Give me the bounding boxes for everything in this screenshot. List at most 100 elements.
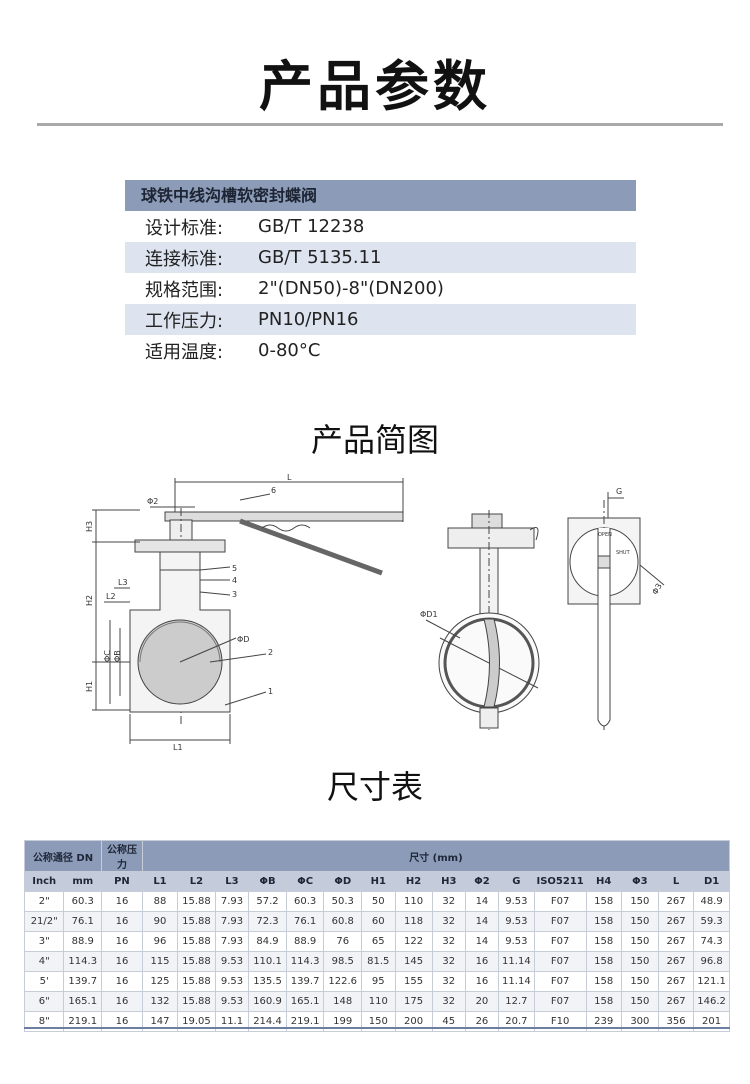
table-cell: 9.53: [214, 991, 250, 1012]
label-6: 6: [271, 486, 276, 495]
table-cell: 267: [657, 891, 695, 912]
table-cell: 50.3: [323, 891, 363, 912]
table-cell: 155: [394, 971, 433, 992]
table-cell: 158: [585, 911, 622, 932]
column-header: PN: [101, 871, 143, 892]
table-cell: 15.88: [177, 991, 216, 1012]
param-row-connection: 连接标准: GB/T 5135.11: [125, 242, 636, 273]
table-cell: 8": [23, 1011, 65, 1032]
table-cell: 9.53: [498, 931, 535, 952]
table-cell: 98.5: [323, 951, 363, 972]
column-header: ISO5211: [533, 871, 587, 892]
table-cell: 50: [361, 891, 396, 912]
table-cell: 9.53: [214, 971, 250, 992]
table-cell: 15.88: [177, 891, 216, 912]
table-cell: 16: [101, 971, 143, 992]
param-value: GB/T 12238: [258, 216, 365, 237]
table-cell: 15.88: [177, 951, 216, 972]
front-view: L Φ2 6 5 4 3: [85, 473, 404, 752]
table-cell: 59.3: [693, 911, 730, 932]
table-cell: 6": [23, 991, 65, 1012]
title-divider: [37, 123, 723, 126]
table-cell: 300: [620, 1011, 659, 1032]
label-phi2: Φ2: [147, 497, 158, 506]
table-cell: 16: [464, 951, 500, 972]
table-cell: 267: [657, 911, 695, 932]
table-cell: 81.5: [361, 951, 396, 972]
header-dimensions: 尺寸 (mm): [141, 840, 731, 872]
label-phiD: ΦD: [237, 635, 249, 644]
table-cell: 65: [361, 931, 396, 952]
table-cell: 74.3: [693, 931, 730, 952]
table-cell: 147: [141, 1011, 179, 1032]
table-cell: 32: [431, 931, 466, 952]
column-header: L: [657, 871, 695, 892]
table-cell: 132: [141, 991, 179, 1012]
table-cell: 14: [464, 911, 500, 932]
table-cell: 214.4: [248, 1011, 287, 1032]
param-value: 2"(DN50)-8"(DN200): [258, 278, 444, 299]
table-cell: 84.9: [248, 931, 287, 952]
table-cell: 267: [657, 951, 695, 972]
table-cell: F07: [533, 931, 587, 952]
table-cell: 95: [361, 971, 396, 992]
table-cell: 14: [464, 891, 500, 912]
column-header: Φ3: [620, 871, 659, 892]
column-header: Φ2: [464, 871, 500, 892]
param-label: 工作压力:: [145, 310, 224, 332]
table-cell: 88: [141, 891, 179, 912]
table-cell: 150: [361, 1011, 396, 1032]
table-cell: 125: [141, 971, 179, 992]
table-cell: 150: [620, 951, 659, 972]
table-cell: 7.93: [214, 931, 250, 952]
table-cell: 16: [101, 951, 143, 972]
table-cell: 32: [431, 891, 466, 912]
table-cell: 7.93: [214, 891, 250, 912]
table-cell: 60.3: [285, 891, 325, 912]
label-D1: ΦD1: [420, 610, 438, 619]
table-cell: 267: [657, 931, 695, 952]
column-header: ΦC: [285, 871, 325, 892]
label-H3: H3: [85, 521, 94, 532]
table-cell: F07: [533, 911, 587, 932]
table-cell: 4": [23, 951, 65, 972]
table-cell: 76: [323, 931, 363, 952]
table-cell: 122: [394, 931, 433, 952]
table-cell: 11.1: [214, 1011, 250, 1032]
table-cell: 267: [657, 971, 695, 992]
column-header: G: [498, 871, 535, 892]
param-value: 0-80°C: [258, 340, 321, 361]
label-G: G: [616, 487, 622, 496]
page-title: 产品参数: [259, 55, 491, 118]
table-cell: F07: [533, 971, 587, 992]
table-cell: 114.3: [63, 951, 103, 972]
param-row-pressure: 工作压力: PN10/PN16: [125, 304, 636, 335]
param-label: 适用温度:: [145, 341, 224, 363]
table-cell: 145: [394, 951, 433, 972]
table-cell: 201: [693, 1011, 730, 1032]
table-cell: 48.9: [693, 891, 730, 912]
table-cell: 146.2: [693, 991, 730, 1012]
label-L2: L2: [106, 592, 116, 601]
table-cell: 16: [101, 891, 143, 912]
table-cell: 267: [657, 991, 695, 1012]
column-header: mm: [63, 871, 103, 892]
table-cell: 15.88: [177, 971, 216, 992]
table-cell: 57.2: [248, 891, 287, 912]
table-cell: F10: [533, 1011, 587, 1032]
table-bottom-border: [24, 1027, 730, 1029]
table-cell: 150: [620, 891, 659, 912]
table-cell: 9.53: [498, 891, 535, 912]
table-cell: 90: [141, 911, 179, 932]
param-row-temperature: 适用温度: 0-80°C: [125, 335, 636, 366]
label-phi3: Φ3: [650, 582, 663, 596]
table-cell: 150: [620, 971, 659, 992]
table-cell: 114.3: [285, 951, 325, 972]
table-cell: 150: [620, 911, 659, 932]
table-cell: 5': [23, 971, 65, 992]
table-cell: 88.9: [63, 931, 103, 952]
label-L: L: [287, 473, 292, 482]
